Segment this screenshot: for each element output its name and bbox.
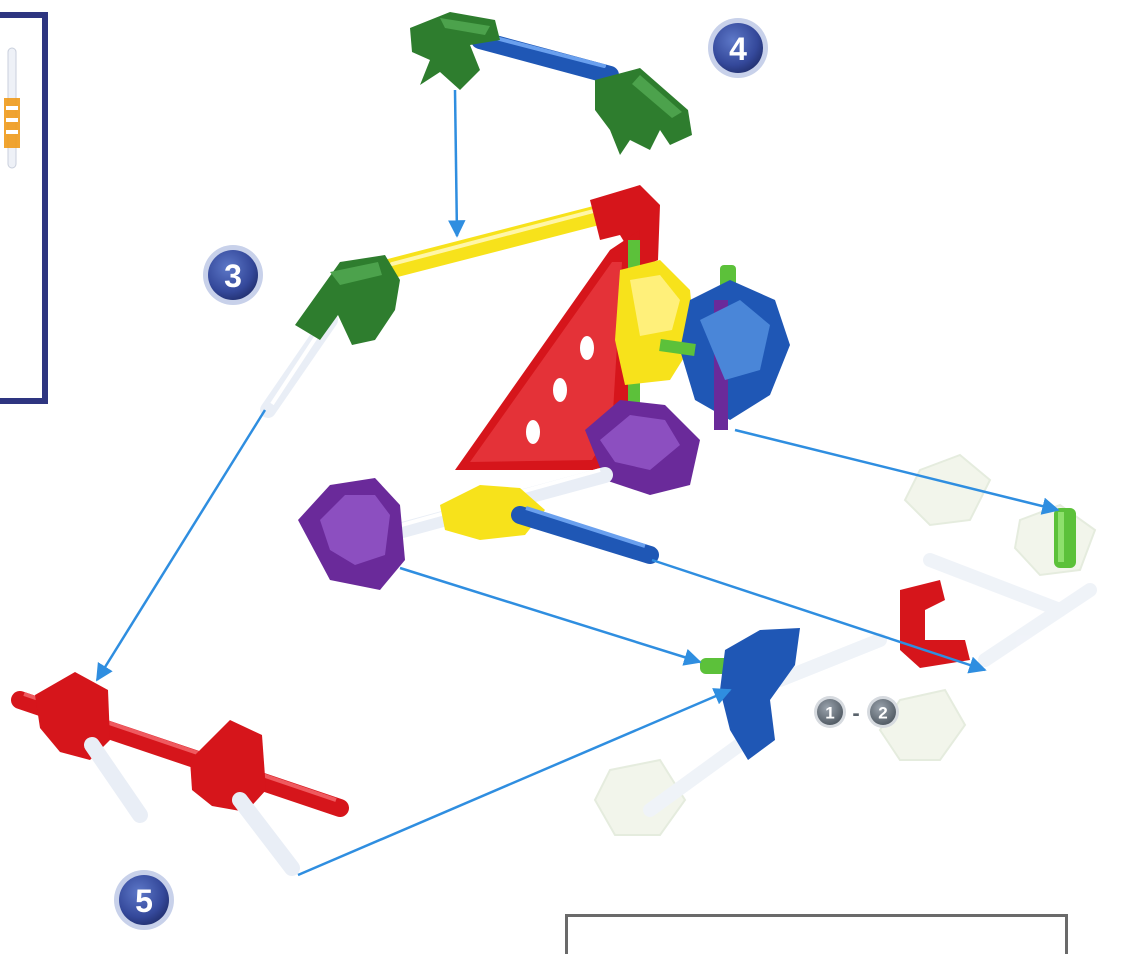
svg-text:2: 2	[878, 704, 887, 723]
target-blue-gear	[700, 628, 800, 760]
arrow-step-3-to-red	[95, 409, 267, 682]
svg-text:5: 5	[135, 883, 153, 919]
arrow-blue-rod-to-red	[651, 558, 987, 674]
adjacent-page-panel	[0, 12, 48, 404]
arrow-step-4-down	[448, 89, 466, 238]
assembly-arrows	[95, 89, 1060, 877]
side-panel-parts-icon	[4, 47, 20, 169]
arrow-purple-to-blue	[399, 566, 702, 666]
step-badge-5: 5	[114, 870, 174, 930]
svg-text:1: 1	[825, 704, 834, 723]
step-badge-3: 3	[203, 245, 263, 305]
svg-text:4: 4	[729, 31, 747, 67]
step-badge-4: 4	[708, 18, 768, 78]
step-badge-2: 2	[867, 696, 899, 728]
arrow-blue-gear-to-post	[734, 428, 1060, 515]
step-3-part-green-white	[260, 255, 400, 418]
step-4-part-green-rod	[410, 12, 692, 155]
step-badge-1: 1	[814, 696, 846, 728]
svg-text:3: 3	[224, 258, 242, 294]
arrow-step-5-to-blue	[297, 688, 732, 877]
target-green-post	[1054, 508, 1076, 568]
step-5-part-red-rod	[11, 672, 349, 876]
target-red-connector	[900, 580, 970, 668]
svg-text:-: -	[852, 701, 859, 726]
ghost-base-assembly	[593, 453, 1097, 836]
step-range-label: 1 - 2	[814, 696, 899, 728]
main-triangle-assembly	[298, 185, 790, 590]
caption-box	[565, 914, 1068, 954]
